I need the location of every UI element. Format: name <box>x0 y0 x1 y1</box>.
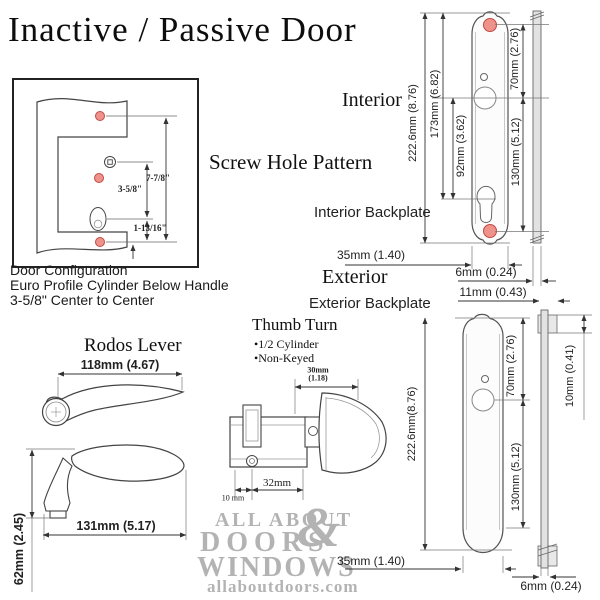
interior-backplate-label: Interior Backplate <box>314 204 431 221</box>
dim-interior-top-to-cylinder: 173mm (6.82) <box>429 69 441 139</box>
spindle-hole <box>104 156 116 168</box>
screw-pattern-diagram <box>12 78 199 268</box>
exterior-backplate-label: Exterior Backplate <box>309 295 431 312</box>
logo-ampersand: & <box>297 497 341 559</box>
handle-hole <box>471 388 495 412</box>
euro-cylinder-cutout <box>476 185 496 224</box>
dim-exterior-top-to-handle: 70mm (2.76) <box>505 334 517 398</box>
dim-lever-length-side: 131mm (5.17) <box>76 519 156 533</box>
dim-lever-height: 62mm (2.45) <box>12 512 26 586</box>
dim-exterior-tab-height: 10mm (0.41) <box>564 344 576 408</box>
screw-hole <box>483 224 497 238</box>
dim-screw-center: 3-5/8" <box>118 184 142 194</box>
lever-side-view <box>71 444 185 482</box>
dim-thumbturn-knob: 30mm (1.18) <box>307 365 329 382</box>
lever-foot <box>49 510 67 519</box>
dim-exterior-thickness: 6mm (0.24) <box>520 579 582 593</box>
hub-screw <box>308 426 318 436</box>
interior-side-profile <box>532 10 542 244</box>
dim-screw-overall: 7-7/8" <box>146 173 170 183</box>
cylinder-tab <box>242 404 262 448</box>
dim-interior-thickness: 6mm (0.24) <box>455 265 517 279</box>
exterior-backplate-drawing <box>345 309 592 580</box>
thumb-turn-wing <box>318 392 387 474</box>
dim-exterior-tab-width: 11mm (0.43) <box>459 285 527 299</box>
thumb-turn-bullet-2: •Non-Keyed <box>254 351 315 365</box>
screw-hole <box>483 18 497 32</box>
logo-doors: DOORS <box>200 527 330 558</box>
dim-lever-length-top: 118mm (4.67) <box>80 358 160 372</box>
interior-backplate-drawing <box>345 10 570 304</box>
screw-pattern-caption: Screw Hole Pattern <box>209 150 373 174</box>
exterior-dimension-lines <box>345 314 587 580</box>
dim-screw-bottom: 1-13/16" <box>133 223 167 233</box>
thumb-turn-title: Thumb Turn <box>252 315 338 334</box>
exterior-plate <box>462 313 504 554</box>
door-config-line-3: 3-5/8" Center to Center <box>10 292 155 308</box>
dim-thumbturn-knob-in: (1.18) <box>308 373 328 382</box>
cylinder-hole-detail <box>93 219 103 229</box>
dim-thumbturn-offset: 10 mm <box>221 493 245 503</box>
cam-screw <box>246 455 258 467</box>
interior-label: Interior <box>342 89 402 111</box>
dim-thumbturn-length: 32mm <box>262 477 292 489</box>
door-config-line-2: Euro Profile Cylinder Below Handle <box>10 277 229 293</box>
dim-interior-handle-to-cylinder: 92mm (3.62) <box>455 114 467 178</box>
dim-interior-handle-to-bottom: 130mm (5.12) <box>510 117 522 187</box>
screw-hole <box>95 111 105 121</box>
lever-neck <box>43 457 73 512</box>
dim-exterior-width: 35mm (1.40) <box>336 554 406 568</box>
cylinder-body <box>229 416 308 468</box>
door-configuration: Door Configuration Euro Profile Cylinder… <box>10 263 229 308</box>
exterior-label: Exterior <box>322 266 388 288</box>
logo-windows: WINDOWS <box>197 552 356 583</box>
dim-interior-top-to-handle: 70mm (2.76) <box>509 27 521 91</box>
lever-rose-inner <box>45 401 67 423</box>
lever-drawing <box>26 371 187 592</box>
dim-exterior-handle-to-bottom: 130mm (5.12) <box>510 442 522 512</box>
screw-pattern-frame <box>12 78 199 268</box>
page-title: Inactive / Passive Door <box>8 10 357 49</box>
cylinder-hole <box>89 207 107 231</box>
interior-dimension-lines <box>345 12 570 304</box>
door-edge-drawing <box>36 98 128 254</box>
door-config-line-1: Door Configuration <box>10 262 128 278</box>
dim-interior-width: 35mm (1.40) <box>336 248 406 262</box>
lever-title: Rodos Lever <box>84 335 182 356</box>
set-screw-hole <box>481 375 489 383</box>
set-screw-hole <box>480 73 488 81</box>
logo-url: allaboutdoors.com <box>207 577 359 596</box>
screw-pattern-dimensions <box>106 115 177 259</box>
thumb-turn-drawing <box>229 379 387 500</box>
dim-thumbturn-knob-mm: 30mm <box>307 365 329 375</box>
dim-interior-overall: 222.6mm (8.76) <box>407 84 419 162</box>
screw-hole <box>95 237 105 247</box>
dim-exterior-overall: 222.6mm(8.76) <box>406 386 418 462</box>
interior-plate <box>471 11 509 245</box>
thumb-turn-bullet-1: •1/2 Cylinder <box>254 337 319 351</box>
exterior-side-profile <box>540 309 549 569</box>
logo-all-about: ALL ABOUT <box>215 509 353 531</box>
spindle-square <box>107 159 113 165</box>
screw-hole <box>94 173 104 183</box>
